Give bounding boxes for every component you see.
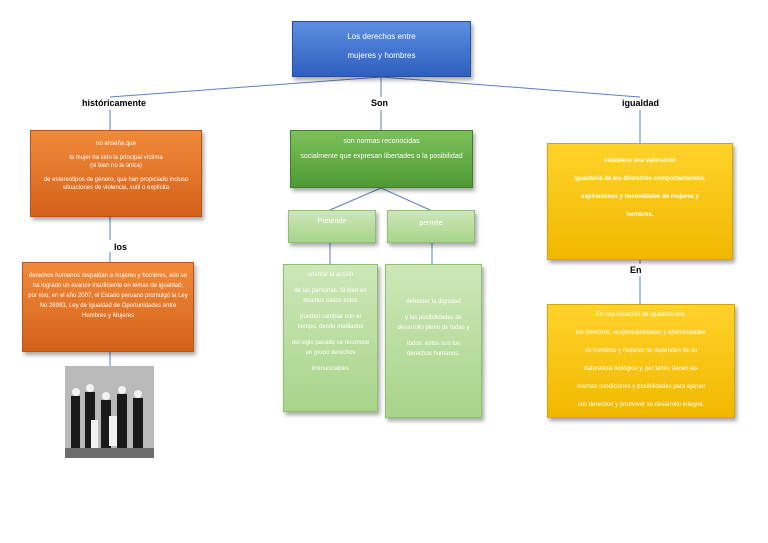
left-box2-text: derechos humanos respaldan a mujeres y h… <box>28 273 188 319</box>
right-box1-line: establece una valoración <box>604 158 676 164</box>
root-line-2: mujeres y hombres <box>347 51 416 60</box>
pretende-box: Pretende <box>288 210 376 243</box>
center-right-box: defender la dignidad y las posibilidades… <box>385 264 482 418</box>
center-left-line: del siglo pasado se reconoce un grupo de… <box>291 340 370 356</box>
left-box1-line: no enseña que <box>96 141 136 147</box>
left-box-law: derechos humanos respaldan a mujeres y h… <box>22 262 194 352</box>
label-en: En <box>630 265 642 275</box>
root-node: Los derechos entre mujeres y hombres <box>292 21 471 77</box>
label-los: los <box>114 242 128 252</box>
left-box1-line: la mujer ha sido la principal víctima <box>69 155 163 161</box>
right-box-valoracion: establece una valoración igualitaria de … <box>547 143 733 260</box>
pretende-label: Pretende <box>317 218 347 225</box>
left-box1-line: (si bien no la única) <box>89 163 143 169</box>
center-left-box: orientar la acción de las personas. Si b… <box>283 264 378 412</box>
left-box1-line: de estereotipos de género, que han propi… <box>43 177 189 191</box>
center-right-line: defender la dignidad <box>406 299 461 305</box>
center-right-line: todos: estos son los derechos humanos. <box>406 341 461 357</box>
right-box2-line: mismas condiciones y posibilidades para … <box>576 384 706 390</box>
permite-label: permite <box>419 220 443 227</box>
right-box-igualdad-real: En una situación de igualdad real, los d… <box>547 304 735 418</box>
center-main-line-2: socialmente que expresan libertades o la… <box>300 153 463 160</box>
root-line-1: Los derechos entre <box>347 32 416 41</box>
photo-figures <box>65 366 154 458</box>
center-left-line: pueden cambiar con el tiempo, desde medi… <box>297 314 364 330</box>
right-box2-line: En una situación de igualdad real, <box>595 312 687 318</box>
right-box1-line: hombres. <box>626 212 654 218</box>
center-right-line: y las posibilidades de desarrollo pleno … <box>397 315 470 331</box>
label-historicamente: históricamente <box>82 98 147 108</box>
right-box2-line: sus derechos y promover su desarrollo in… <box>577 402 705 408</box>
label-igualdad: igualdad <box>622 98 660 108</box>
right-box2-line: los derechos, responsabilidades y oportu… <box>575 330 707 336</box>
right-box2-line: naturaleza biológica y, por tanto, tiene… <box>584 366 698 372</box>
left-box-history: no enseña que la mujer ha sido la princi… <box>30 130 202 217</box>
center-main-box: son normas reconocidas socialmente que e… <box>290 130 473 188</box>
right-box1-line: igualitaria de los diferentes comportami… <box>574 176 706 182</box>
center-left-line: orientar la acción <box>307 272 354 278</box>
label-son: Son <box>371 98 388 108</box>
center-left-line: de las personas. Si bien en muchos casos… <box>294 288 367 304</box>
right-box2-line: de hombres y mujeres no dependen de su <box>584 348 698 354</box>
permite-box: permite <box>387 210 475 243</box>
center-left-line: irrenunciables <box>311 366 350 372</box>
historical-photo <box>65 366 154 458</box>
right-box1-line: aspiraciones y necesidades de mujeres y <box>581 194 699 200</box>
center-main-line-1: son normas reconocidas <box>343 138 420 145</box>
